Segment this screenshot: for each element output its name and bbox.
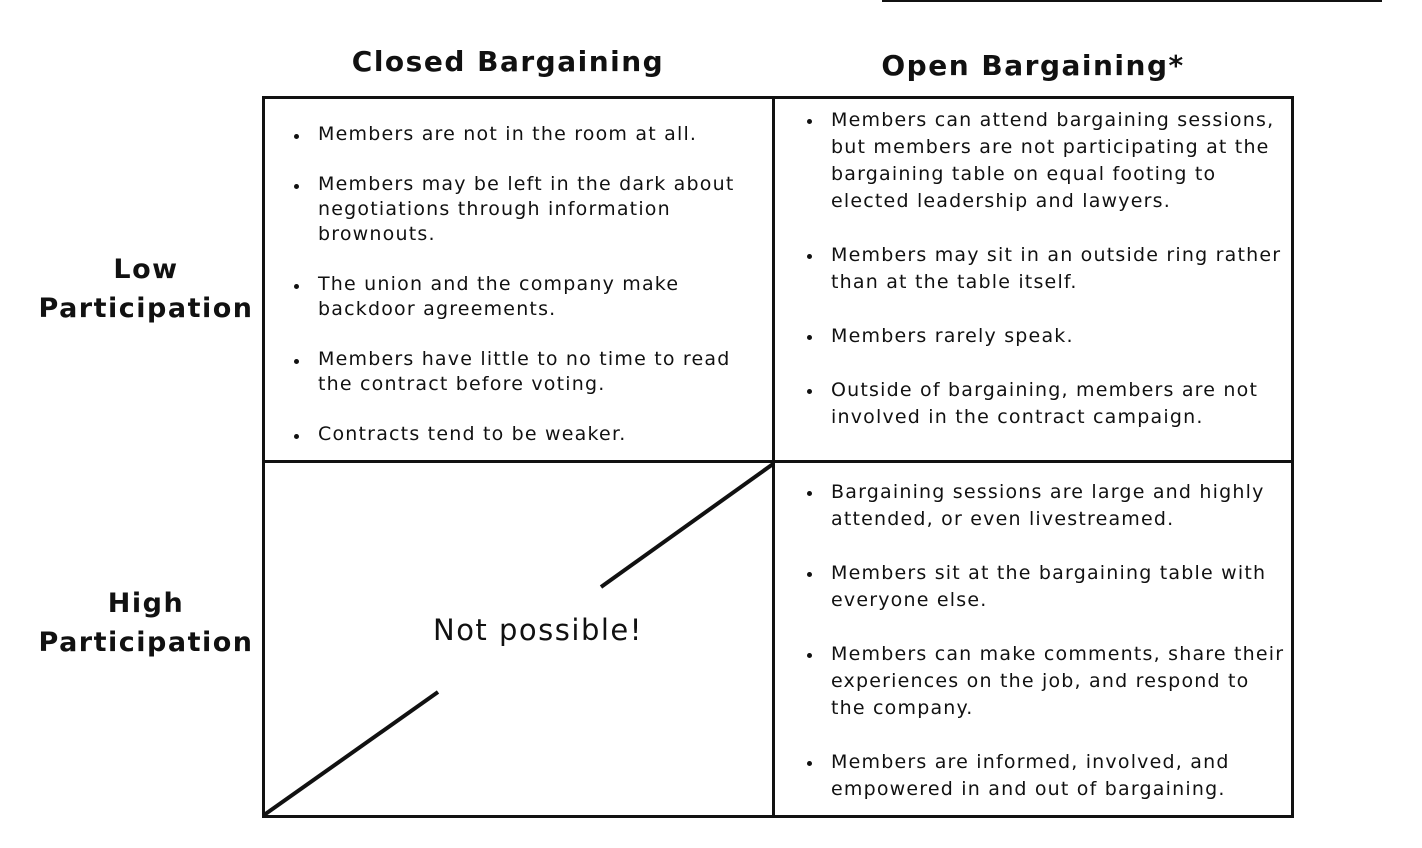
row-header-high-line2: Participation bbox=[38, 627, 254, 658]
column-header-closed-bargaining: Closed Bargaining bbox=[351, 45, 665, 78]
cell-open-low-participation: Members can attend bargaining sessions, … bbox=[805, 107, 1291, 431]
list-item: Members rarely speak. bbox=[805, 323, 1291, 350]
list-item: Members may be left in the dark about ne… bbox=[292, 172, 752, 247]
matrix-grid bbox=[262, 96, 1294, 818]
grid-border-left bbox=[262, 96, 265, 818]
list-item: Contracts tend to be weaker. bbox=[292, 422, 752, 447]
grid-border-bottom bbox=[262, 815, 1294, 818]
list-item: The union and the company make backdoor … bbox=[292, 272, 752, 322]
row-header-high-participation: High Participation bbox=[28, 584, 264, 662]
closed-low-list: Members are not in the room at all. Memb… bbox=[292, 122, 752, 447]
row-header-low-participation: Low Participation bbox=[28, 250, 264, 328]
list-item: Members may sit in an outside ring rathe… bbox=[805, 242, 1291, 296]
row-header-high-line1: High bbox=[107, 588, 185, 619]
column-header-open-bargaining: Open Bargaining* bbox=[881, 49, 1185, 82]
list-item: Members can attend bargaining sessions, … bbox=[805, 107, 1291, 215]
open-low-list: Members can attend bargaining sessions, … bbox=[805, 107, 1291, 431]
grid-border-right bbox=[1291, 96, 1294, 818]
grid-border-top bbox=[262, 96, 1294, 99]
list-item: Members are informed, involved, and empo… bbox=[805, 749, 1291, 803]
list-item: Members have little to no time to read t… bbox=[292, 347, 752, 397]
row-header-low-line2: Participation bbox=[38, 293, 254, 324]
list-item: Members are not in the room at all. bbox=[292, 122, 752, 147]
cell-open-high-participation: Bargaining sessions are large and highly… bbox=[805, 479, 1291, 803]
top-rule bbox=[882, 0, 1382, 2]
list-item: Outside of bargaining, members are not i… bbox=[805, 377, 1291, 431]
list-item: Members can make comments, share their e… bbox=[805, 641, 1291, 722]
open-high-list: Bargaining sessions are large and highly… bbox=[805, 479, 1291, 803]
not-possible-label: Not possible! bbox=[433, 613, 643, 647]
list-item: Members sit at the bargaining table with… bbox=[805, 560, 1291, 614]
row-header-low-line1: Low bbox=[113, 254, 179, 285]
grid-divider-horizontal bbox=[262, 460, 1294, 463]
list-item: Bargaining sessions are large and highly… bbox=[805, 479, 1291, 533]
cell-closed-low-participation: Members are not in the room at all. Memb… bbox=[292, 122, 752, 447]
grid-divider-vertical bbox=[772, 96, 775, 818]
